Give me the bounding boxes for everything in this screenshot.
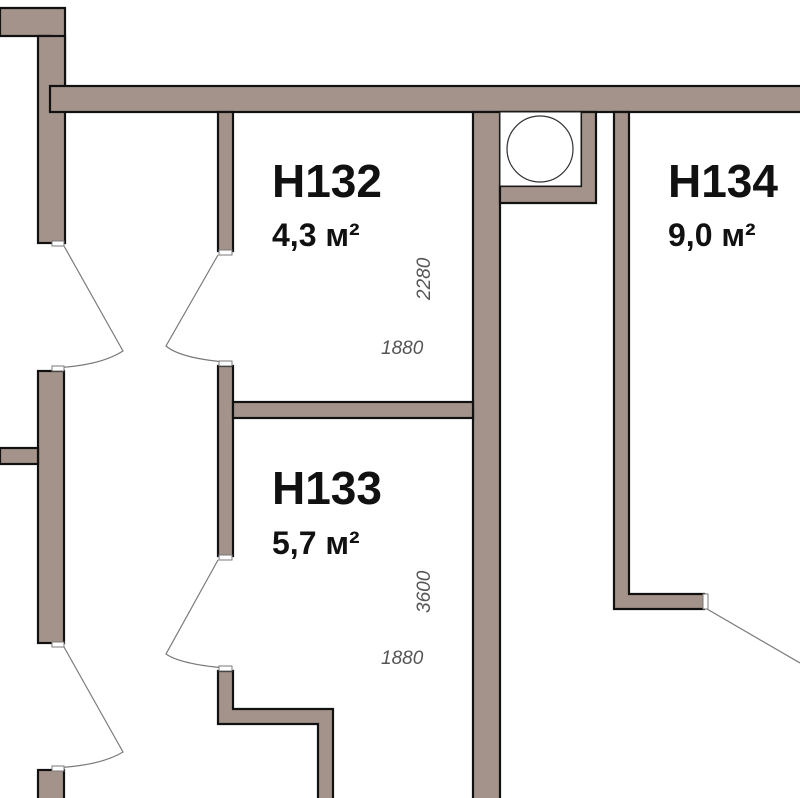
door-jamb <box>702 593 709 610</box>
door-jamb <box>218 554 233 561</box>
wall-left-bottom-segment <box>36 768 66 798</box>
shaft-circle-icon <box>506 115 574 183</box>
door-jamb <box>51 641 65 648</box>
room-h133: H133 5,7 м² 3600 1880 <box>272 462 435 669</box>
door-jamb <box>218 360 233 367</box>
room-area: 4,3 м² <box>272 217 360 253</box>
room-name: H133 <box>272 462 382 514</box>
walls <box>0 6 800 798</box>
room-name: H134 <box>668 155 778 207</box>
room-name: H132 <box>272 155 382 207</box>
door-jamb <box>51 765 65 772</box>
dimension-vertical: 3600 <box>414 570 435 613</box>
door-swing-h134 <box>706 608 800 664</box>
room-h132: H132 4,3 м² 2280 1880 <box>272 155 435 359</box>
dimension-horizontal: 1880 <box>381 338 424 359</box>
dimension-vertical: 2280 <box>414 257 435 301</box>
room-area: 5,7 м² <box>272 525 360 561</box>
door-swing-h132 <box>165 254 226 363</box>
dimension-horizontal: 1880 <box>381 648 424 669</box>
wall-left-stub <box>0 446 40 466</box>
door-swing-h133 <box>165 559 226 669</box>
wall-h133-bottom-corner <box>216 669 335 798</box>
door-jamb <box>51 365 65 372</box>
room-area: 9,0 м² <box>668 217 756 253</box>
wall-left-middle-segment <box>36 369 66 645</box>
wall-left-upper-segment <box>36 34 67 245</box>
wall-h132-h133-partition <box>231 400 475 420</box>
door-jamb <box>51 240 65 247</box>
ventilation-shaft <box>499 111 582 187</box>
room-h134: H134 9,0 м² <box>668 155 778 253</box>
doors <box>51 240 800 772</box>
wall-h132-left <box>216 110 235 253</box>
door-jamb <box>218 665 233 672</box>
door-swing-left-upper <box>51 245 124 369</box>
wall-corridor-top <box>48 84 800 114</box>
door-jamb <box>218 249 233 256</box>
wall-h132-h133-left-stub <box>216 364 235 558</box>
door-swing-left-lower <box>51 646 124 769</box>
wall-shaft-divider <box>471 110 502 798</box>
